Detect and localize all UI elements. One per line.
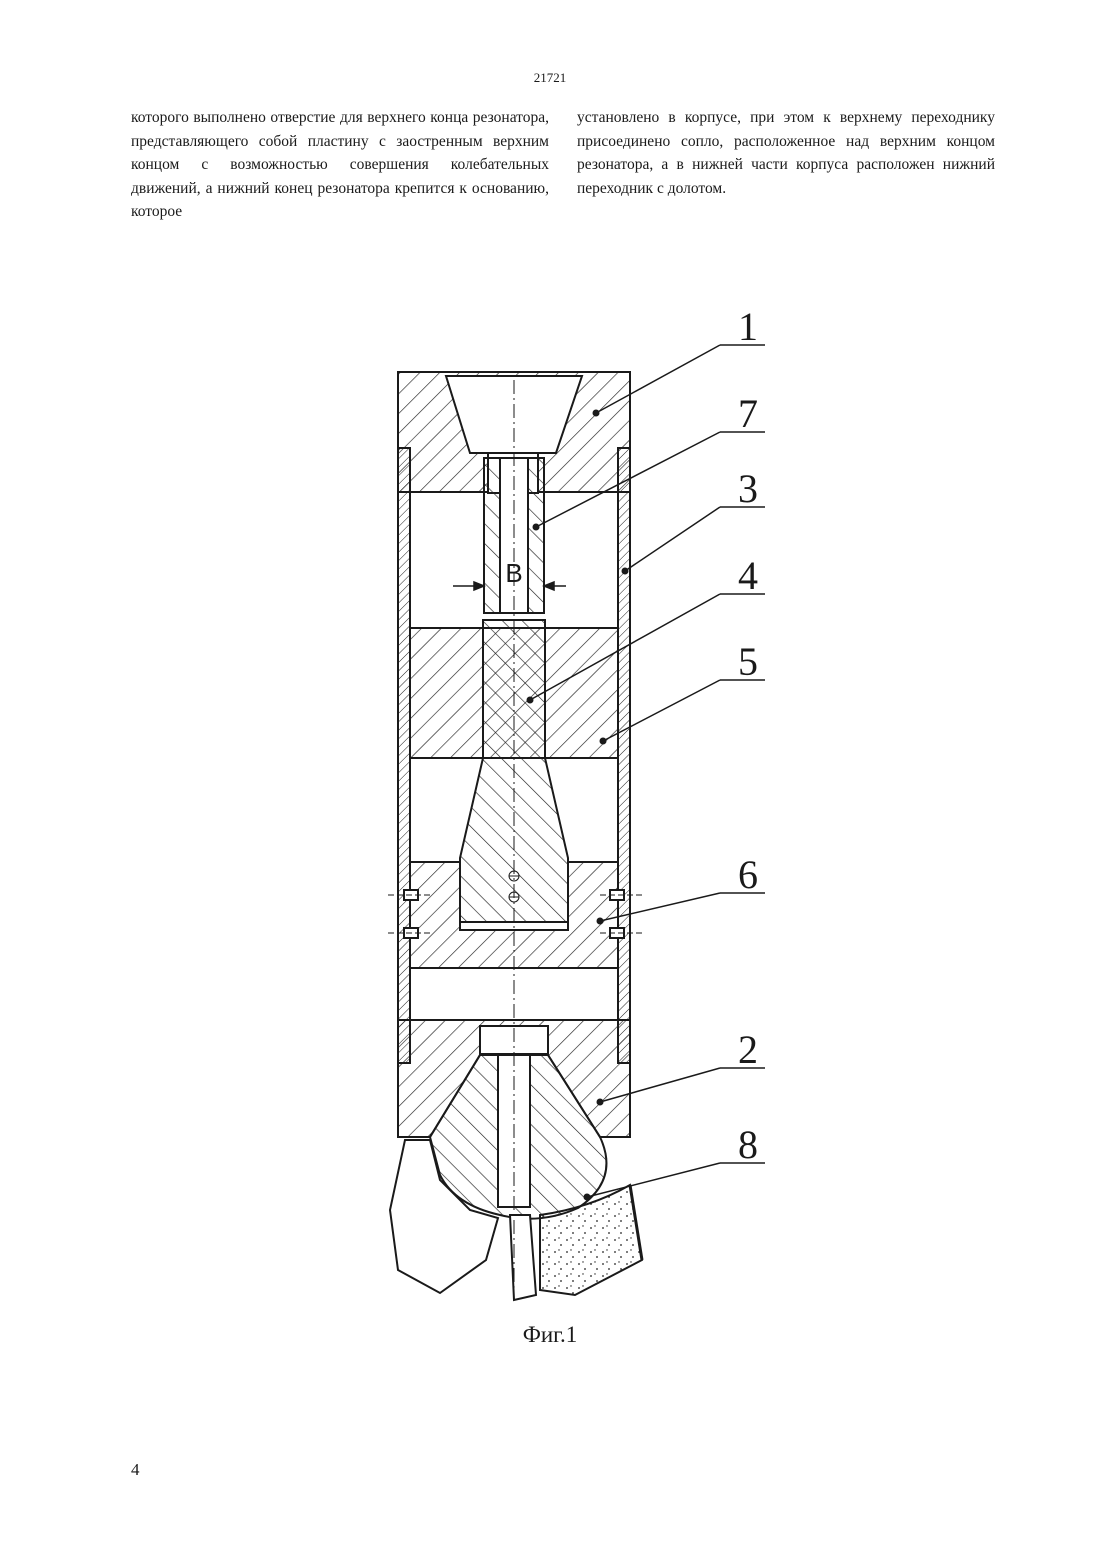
callout-5: 5 (738, 639, 758, 684)
callout-3: 3 (738, 466, 758, 511)
callout-4: 4 (738, 553, 758, 598)
callout-1: 1 (738, 304, 758, 349)
footer-page-number: 4 (131, 1460, 140, 1480)
callout-8: 8 (738, 1122, 758, 1167)
figure-caption: Фиг.1 (0, 1322, 1100, 1348)
callout-6: 6 (738, 852, 758, 897)
callout-2: 2 (738, 1027, 758, 1072)
callout-7: 7 (738, 391, 758, 436)
